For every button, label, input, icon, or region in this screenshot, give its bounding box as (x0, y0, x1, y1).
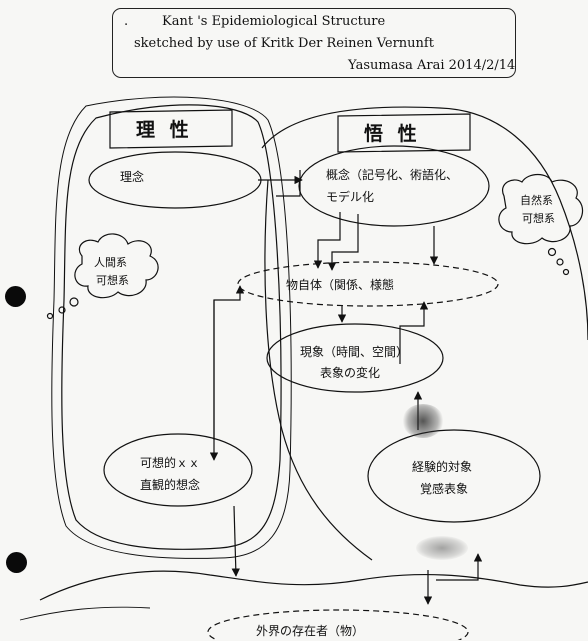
kasou-label-2: 直観的想念 (140, 478, 201, 492)
punch-hole-top (5, 286, 26, 307)
cloud-bubble (58, 306, 66, 314)
punch-hole-bottom (6, 552, 27, 573)
gensho-label-2: 表象の変化 (320, 366, 381, 380)
ningenkei-label-1: 人間系 (94, 256, 127, 269)
ningenkei-label-2: 可想系 (96, 274, 129, 287)
arrow-kasou-to-monojitai (213, 285, 245, 440)
title-line-2: sketched by use of Kritk Der Reinen Vern… (134, 36, 434, 51)
shizenkei-label-1: 自然系 (520, 194, 553, 207)
monojitai-label: 物自体（関係、様態 (286, 278, 395, 292)
ink-smudge (402, 404, 444, 438)
left-region-outline-outer (51, 96, 292, 559)
bullet-dot: . (124, 14, 129, 29)
gaikai-ellipse (207, 609, 469, 640)
gainen-label-1: 概念（記号化、術語化、 (326, 168, 459, 182)
arrow-gensho-to-monojitai (399, 301, 429, 364)
arrow-monojitai-to-rinen (276, 170, 301, 197)
gaikai-label: 外界の存在者（物） (256, 624, 365, 638)
ink-smudge (416, 536, 468, 560)
title-line-3: Yasumasa Arai 2014/2/14 (348, 58, 516, 73)
title-box (112, 8, 516, 78)
rinen-label: 理念 (120, 170, 145, 184)
title-line-1: Kant 's Epidemiological Structure (162, 14, 386, 29)
keiken-label-2: 覚感表象 (420, 482, 469, 496)
ground-line-2 (19, 606, 151, 621)
cloud-bubble (69, 297, 79, 307)
kasou-ellipse (103, 433, 253, 507)
arrow-gainen-to-monojitai-2 (327, 214, 359, 271)
shizenkei-cloud (498, 173, 584, 245)
left-header-box (109, 109, 233, 149)
keiken-ellipse (367, 429, 541, 523)
right-region-header: 悟 性 (364, 123, 421, 145)
arrow-kasou-to-ground (231, 505, 240, 577)
ningenkei-cloud (74, 233, 159, 299)
gainen-ellipse (298, 145, 490, 227)
left-region-header: 理 性 (136, 119, 193, 141)
cloud-bubble (562, 268, 570, 276)
monojitai-ellipse (237, 261, 499, 307)
cloud-bubble (556, 258, 564, 266)
cloud-bubble (547, 247, 557, 257)
right-region-outline (261, 106, 588, 341)
right-region-lower (264, 179, 373, 561)
ground-line (39, 570, 588, 601)
arrow-gainen-to-monojitai-1 (313, 212, 341, 269)
shizenkei-label-2: 可想系 (522, 212, 555, 225)
gainen-label-2: モデル化 (326, 190, 375, 204)
keiken-label-1: 経験的対象 (412, 460, 473, 474)
gensho-label-1: 現象（時間、空間） (300, 345, 409, 359)
left-region-outline-inner (61, 104, 282, 550)
arrow-ground-to-keiken (436, 553, 483, 581)
kasou-label-1: 可想的ｘｘ (140, 456, 201, 470)
cloud-bubble (46, 312, 54, 320)
right-header-box (337, 113, 471, 153)
gensho-ellipse (266, 323, 444, 393)
rinen-ellipse (88, 151, 262, 209)
